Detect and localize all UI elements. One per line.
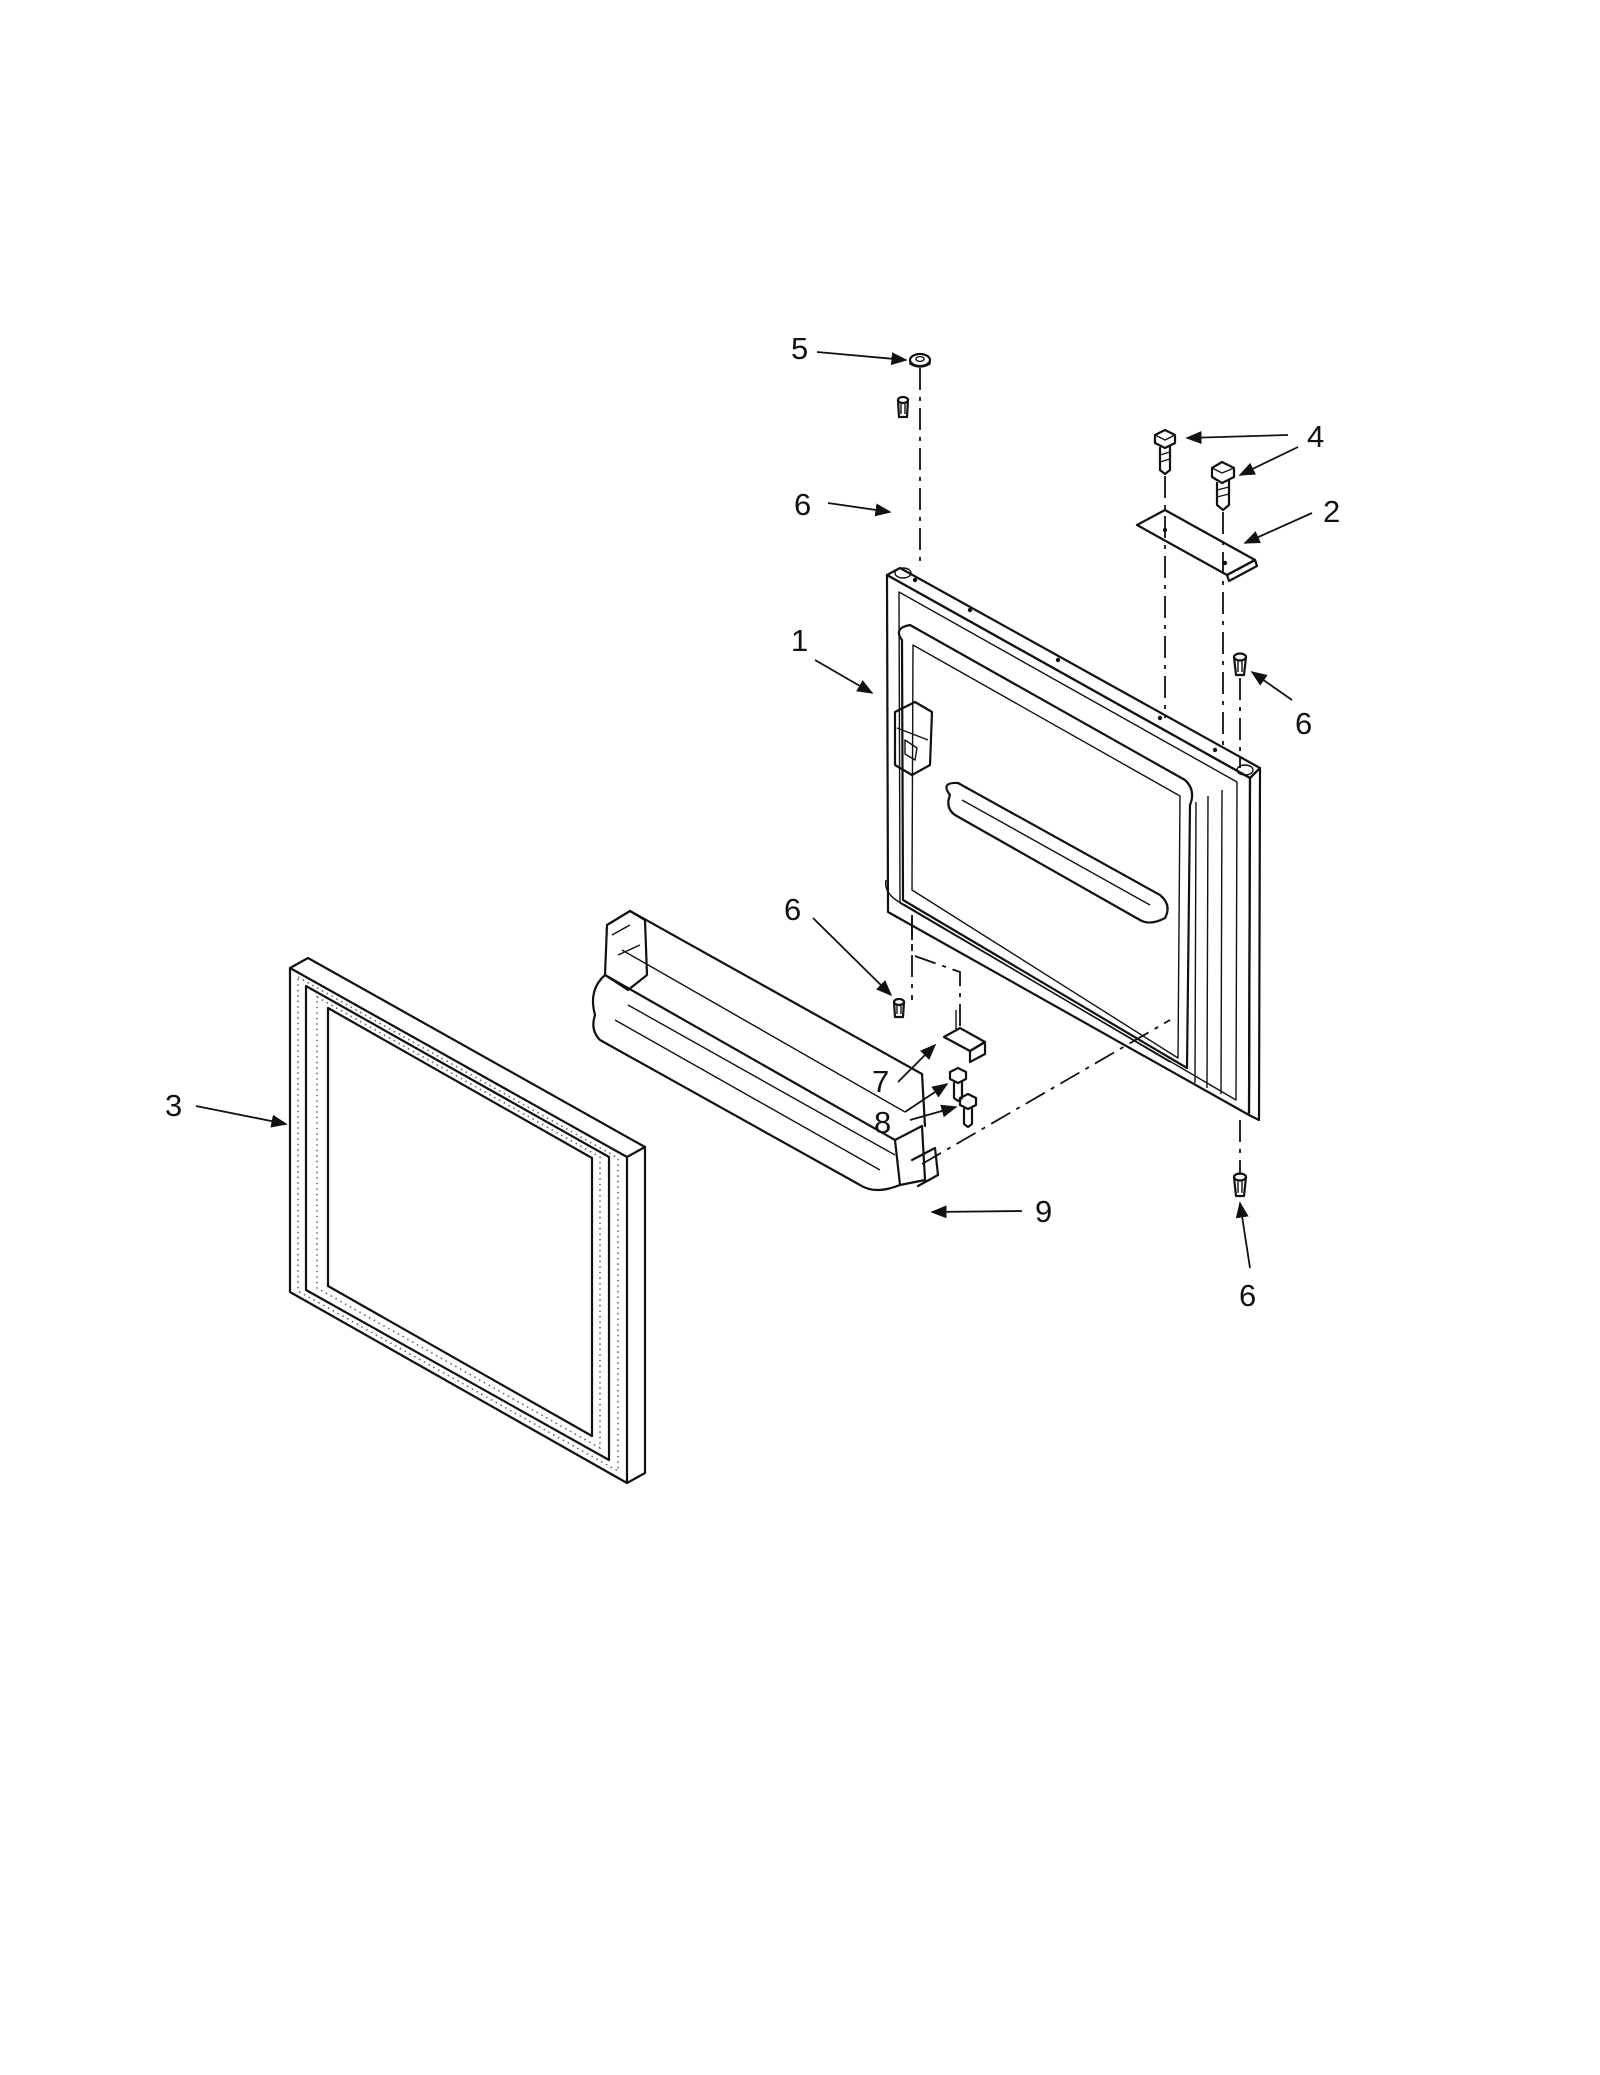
leader-4a [1185,431,1289,445]
callout-6-right: 6 [1295,706,1312,741]
callout-7: 7 [872,1064,889,1099]
washer-part-5 [908,352,932,368]
leader-1 [814,659,874,694]
callout-5: 5 [791,331,808,366]
leader-6c [812,917,893,997]
hinge-plate-part-2 [1135,508,1259,583]
screw-part-8-left [948,1066,968,1103]
lower-hinge-bracket-part-7 [942,1010,987,1064]
callout-labels: 1 2 3 4 5 6 6 6 6 7 8 9 [165,331,1340,1313]
leader-arrows [195,351,1313,1269]
leader-9 [930,1205,1023,1219]
leader-3 [195,1105,288,1128]
leader-7 [897,1043,937,1083]
leader-6d [1235,1201,1251,1269]
bushing-part-6-bottom-right [1232,1172,1248,1198]
leader-8a [904,1083,949,1113]
freezer-door-part-1 [884,566,1262,1122]
callout-3: 3 [165,1088,182,1123]
leader-5 [816,351,908,366]
callout-2: 2 [1323,494,1340,529]
callout-6-bottom-left: 6 [784,892,801,927]
bushing-part-6-top-right [1232,652,1248,677]
leader-2 [1243,512,1313,544]
callout-6-top-left: 6 [794,487,811,522]
callout-6-bottom-right: 6 [1239,1278,1256,1313]
leader-6b [1250,671,1293,701]
callout-4: 4 [1307,419,1324,454]
screw-part-8-right [958,1092,978,1129]
door-gasket-part-3 [288,956,647,1485]
leader-6a [827,502,892,517]
leader-4b [1238,446,1299,476]
callout-8: 8 [874,1105,891,1140]
screw-part-4-lower [1210,460,1236,512]
bushing-part-6-top-left [896,395,910,419]
bushing-part-6-bottom-left [892,997,906,1019]
callout-9: 9 [1035,1194,1052,1229]
screw-part-4-upper [1153,428,1177,476]
callout-1: 1 [791,623,808,658]
leader-8b [909,1104,958,1121]
assembly-lines [911,368,1241,1175]
